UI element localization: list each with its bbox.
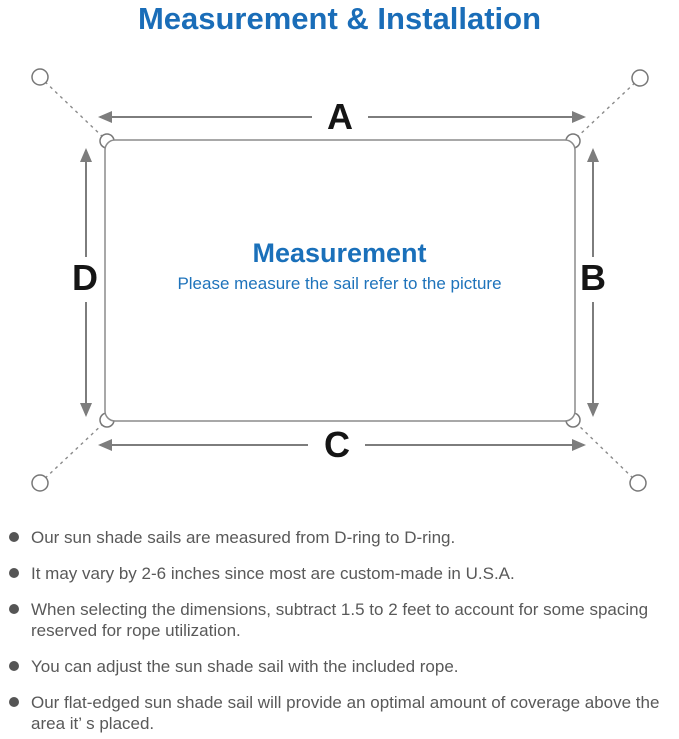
page-title: Measurement & Installation (137, 1, 542, 36)
measurement-diagram: A B C D Measurement Please measure the s… (0, 60, 679, 520)
anchor-ring-icon-bottom-right (629, 474, 647, 492)
rope-bottom-left (39, 420, 107, 484)
notes-list: Our sun shade sails are measured from D-… (0, 527, 679, 739)
diagram-center-subtitle: Please measure the sail refer to the pic… (177, 274, 502, 293)
rope-top-right (573, 77, 641, 141)
dimension-label-c: C (324, 424, 350, 465)
anchor-ring-icon-top-left (31, 68, 49, 86)
note-text: Our flat-edged sun shade sail will provi… (31, 693, 660, 733)
note-text: You can adjust the sun shade sail with t… (31, 657, 459, 676)
list-item: Our flat-edged sun shade sail will provi… (9, 692, 679, 734)
bullet-dot-icon (9, 532, 19, 542)
dimension-label-d: D (72, 257, 98, 298)
diagram-center-title: Measurement (252, 238, 427, 268)
bullet-dot-icon (9, 604, 19, 614)
list-item: Our sun shade sails are measured from D-… (9, 527, 679, 548)
dimension-label-b: B (580, 257, 606, 298)
diagram-graphic (31, 68, 649, 492)
anchor-ring-icon-bottom-left (31, 474, 49, 492)
bullet-dot-icon (9, 568, 19, 578)
rope-top-left (39, 76, 107, 141)
diagram-center-text: Measurement Please measure the sail refe… (90, 238, 590, 294)
note-text: It may vary by 2-6 inches since most are… (31, 564, 515, 583)
list-item: It may vary by 2-6 inches since most are… (9, 563, 679, 584)
sail-outline (104, 139, 576, 422)
rope-bottom-right (573, 420, 639, 484)
dimension-label-a: A (327, 96, 353, 137)
note-text: When selecting the dimensions, subtract … (31, 600, 649, 640)
list-item: You can adjust the sun shade sail with t… (9, 656, 679, 677)
bullet-dot-icon (9, 661, 19, 671)
note-text: Our sun shade sails are measured from D-… (31, 528, 456, 547)
list-item: When selecting the dimensions, subtract … (9, 599, 679, 641)
bullet-dot-icon (9, 697, 19, 707)
anchor-ring-icon-top-right (631, 69, 649, 87)
